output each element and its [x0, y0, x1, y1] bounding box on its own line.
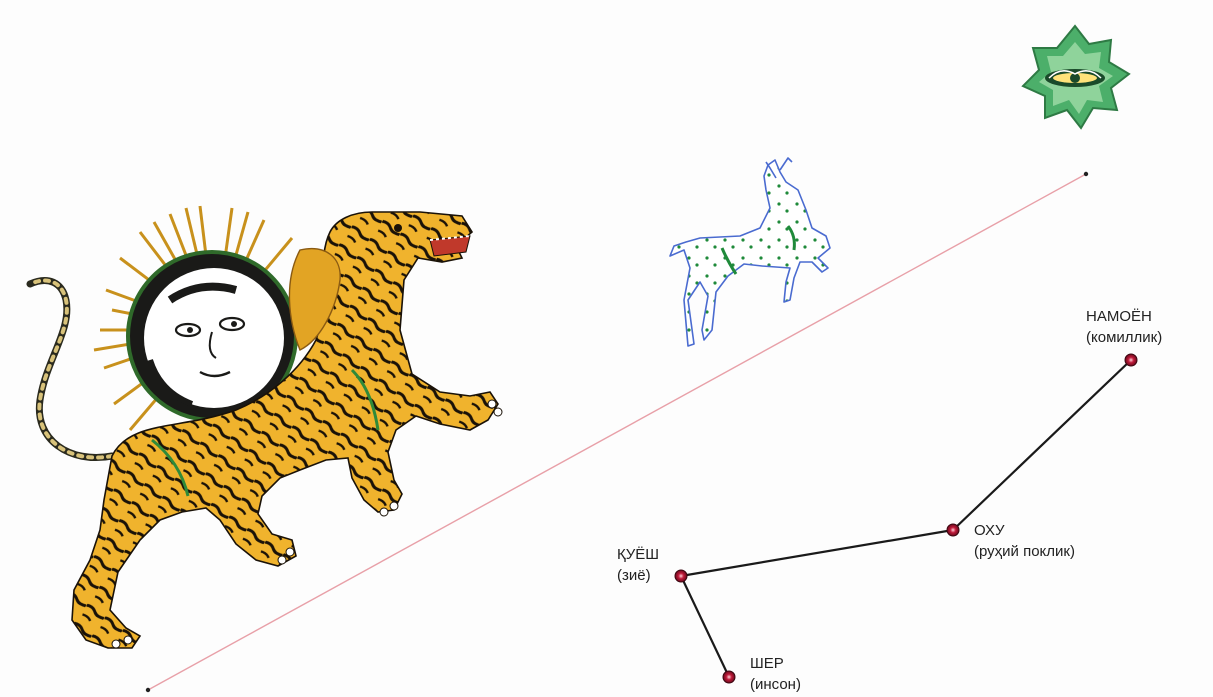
constellation-path [679, 359, 1132, 678]
label-namoyon-name: НАМОЁН [1086, 308, 1152, 325]
label-quyosh: ҚУЁШ (зиё) [617, 544, 659, 586]
point-namoyon [1124, 353, 1138, 367]
deer-icon [669, 157, 831, 347]
diagonal-line [147, 173, 1087, 691]
green-star-ornament-icon [1021, 24, 1131, 130]
point-ohu [946, 523, 960, 537]
tiger-with-sun-icon [26, 205, 503, 649]
label-namoyon-meaning: (комиллик) [1086, 329, 1163, 346]
label-namoyon: НАМОЁН (комиллик) [1086, 306, 1162, 348]
label-quyosh-name: ҚУЁШ [617, 546, 660, 563]
label-sher: ШЕР (инсон) [750, 653, 801, 695]
label-ohu: ОХУ (руҳий поклик) [974, 520, 1075, 562]
diagonal-line-start-dot [145, 687, 151, 693]
constellation-points [674, 353, 1138, 684]
diagonal-line-end-dot [1083, 171, 1089, 177]
label-sher-meaning: (инсон) [750, 676, 801, 693]
label-quyosh-meaning: (зиё) [617, 567, 651, 584]
label-sher-name: ШЕР [750, 655, 784, 672]
label-ohu-meaning: (руҳий поклик) [974, 543, 1075, 560]
label-ohu-name: ОХУ [974, 522, 1005, 539]
point-sher [722, 670, 736, 684]
point-quyosh [674, 569, 688, 583]
